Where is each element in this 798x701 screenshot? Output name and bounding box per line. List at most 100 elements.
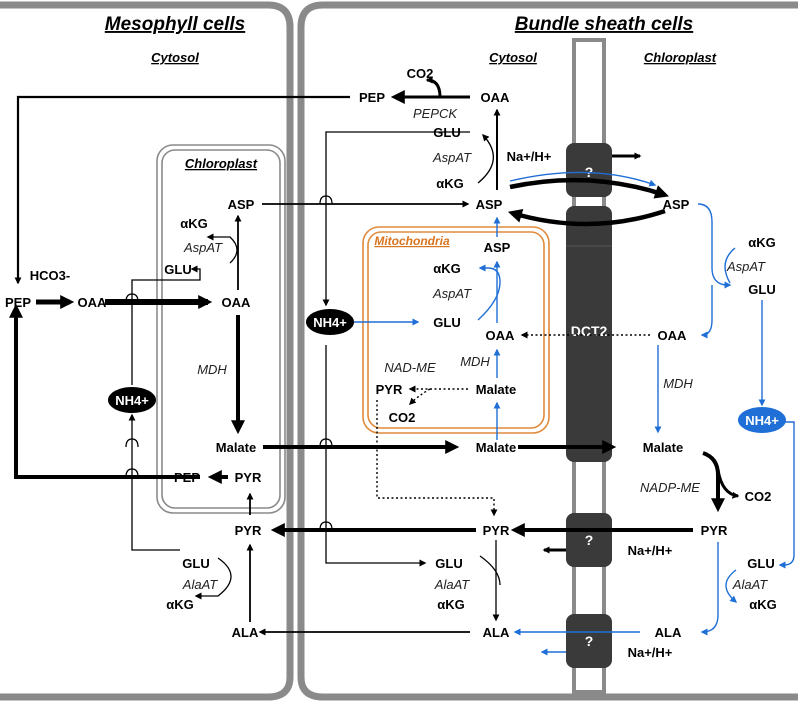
enzyme-mdh-msc: MDH bbox=[197, 362, 227, 377]
thin-flux-arrows bbox=[128, 131, 501, 636]
dct2-box bbox=[566, 206, 612, 462]
met-oaa-mito: OAA bbox=[486, 328, 516, 343]
bump-3 bbox=[125, 468, 139, 478]
flux-pep-top-to-pep-ms bbox=[14, 95, 350, 285]
met-co2-top: CO2 bbox=[407, 66, 434, 81]
enzyme-alaat-bs: AlaAT bbox=[434, 577, 470, 592]
met-glu-ms: GLU bbox=[182, 556, 209, 571]
met-hco3-ms: HCO3- bbox=[30, 268, 70, 283]
met-akg-bsc1: αKG bbox=[748, 235, 776, 250]
flux-glu-bs-to-nh4-bs bbox=[322, 131, 470, 307]
met-glu-bs1: GLU bbox=[433, 125, 460, 140]
ms-chloroplast-outer bbox=[156, 144, 286, 514]
antiporter-labels: Na+/H+ Na+/H+ Na+/H+ bbox=[507, 149, 673, 660]
enzyme-nadpme: NADP-ME bbox=[640, 480, 700, 495]
bundle-sheath-wall bbox=[297, 1, 798, 701]
flux-asp-cycle-top bbox=[509, 177, 669, 199]
bump-2 bbox=[125, 438, 139, 448]
met-pep-msc: PEP bbox=[174, 470, 200, 485]
enzyme-aspat-mito: AspAT bbox=[432, 286, 472, 301]
label-ms-chloroplast: Chloroplast bbox=[185, 156, 258, 171]
ms-chloroplast-inner bbox=[161, 149, 281, 509]
met-co2-mito: CO2 bbox=[389, 410, 416, 425]
met-co2-bsc: CO2 bbox=[745, 489, 772, 504]
enzyme-labels: PEPCK AspAT AspAT MDH NAD-ME AlaAT AspAT… bbox=[182, 106, 768, 592]
enzyme-alaat-ms: AlaAT bbox=[182, 577, 218, 592]
transporters: ? DCT2 ? ? bbox=[566, 143, 612, 668]
enzyme-mdh-mito: MDH bbox=[460, 354, 490, 369]
label-bs-cytosol: Cytosol bbox=[489, 50, 537, 65]
flux-asp-cycle-bottom bbox=[507, 208, 666, 227]
met-ala-ms: ALA bbox=[232, 625, 259, 640]
flux-akg-to-glu-bs bbox=[477, 133, 494, 184]
flux-nh4-bs-to-glu-bs bbox=[325, 345, 427, 567]
met-malate-bsc: Malate bbox=[643, 440, 683, 455]
nh4-bs: NH4+ bbox=[313, 315, 347, 330]
flux-nh4-to-glu-msc bbox=[131, 265, 201, 385]
blue-asp-to-glu-bsc bbox=[697, 203, 732, 289]
flux-oaa-to-co2-pepck bbox=[425, 76, 442, 98]
label-mitochondria: Mitochondria bbox=[374, 234, 450, 248]
enzyme-pepck: PEPCK bbox=[413, 106, 458, 121]
mitochondria-inner bbox=[367, 231, 545, 429]
enzyme-alaat-bsc: AlaAT bbox=[732, 577, 768, 592]
met-glu-bs2: GLU bbox=[435, 556, 462, 571]
label-mesophyll-cells: Mesophyll cells bbox=[105, 14, 245, 35]
transporter-unknown-3: ? bbox=[585, 633, 594, 649]
mitochondria-outer bbox=[362, 226, 550, 434]
blue-glu-to-akg-mito bbox=[477, 264, 501, 321]
met-glu-mito: GLU bbox=[433, 315, 460, 330]
bump-4 bbox=[319, 195, 333, 205]
met-akg-bs2: αKG bbox=[437, 597, 465, 612]
met-glu-msc: GLU bbox=[164, 262, 191, 277]
flux-pep-ms-return bbox=[9, 303, 200, 479]
met-malate-bs: Malate bbox=[476, 440, 516, 455]
ammonium-badges: NH4+ NH4+ NH4+ bbox=[108, 309, 786, 433]
met-pep-top: PEP bbox=[359, 90, 385, 105]
met-asp-msc: ASP bbox=[228, 197, 255, 212]
nh4-oval-bsc bbox=[738, 407, 786, 433]
met-glu-bsc2: GLU bbox=[747, 556, 774, 571]
met-asp-bsc: ASP bbox=[663, 197, 690, 212]
met-oaa-ms: OAA bbox=[78, 295, 108, 310]
met-pyr-msc: PYR bbox=[235, 470, 262, 485]
flux-malate-to-co2 bbox=[716, 469, 740, 499]
metabolite-labels: PEP OAA CO2 GLU αKG ASP ASP αKG GLU OAA … bbox=[5, 66, 777, 640]
nh4-oval-bs bbox=[306, 309, 354, 335]
transporter-unknown-2: ? bbox=[585, 532, 594, 548]
antiport-label-3: Na+/H+ bbox=[628, 645, 673, 660]
bump-6 bbox=[319, 521, 333, 531]
label-bs-chloroplast: Chloroplast bbox=[644, 50, 717, 65]
nh4-oval-ms bbox=[108, 387, 156, 413]
transporter-box-3 bbox=[566, 614, 612, 668]
label-ms-cytosol: Cytosol bbox=[151, 50, 199, 65]
met-akg-ms: αKG bbox=[166, 597, 194, 612]
flux-glu-to-akg-msc bbox=[206, 233, 238, 264]
enzyme-aspat-bs: AspAT bbox=[432, 150, 472, 165]
met-pep-ms: PEP bbox=[5, 295, 31, 310]
blue-nh4-to-glu-bsc bbox=[778, 421, 795, 569]
blue-akg-to-glu-bsc bbox=[724, 247, 736, 284]
met-ala-bsc: ALA bbox=[655, 625, 682, 640]
met-akg-mito: αKG bbox=[433, 261, 461, 276]
enzyme-mdh-bsc: MDH bbox=[663, 376, 693, 391]
blue-glu-to-akg-bsc bbox=[725, 569, 738, 603]
major-flux-arrows bbox=[9, 76, 740, 554]
blue-asp-to-oaa-bsc bbox=[700, 285, 713, 339]
met-asp-bs: ASP bbox=[476, 197, 503, 212]
met-oaa-bsc: OAA bbox=[658, 328, 688, 343]
met-akg-bsc2: αKG bbox=[749, 597, 777, 612]
enzyme-nadme: NAD-ME bbox=[384, 360, 436, 375]
met-ala-bs: ALA bbox=[483, 625, 510, 640]
dotted-flux-arrows bbox=[376, 331, 650, 517]
crossover-bumps bbox=[125, 195, 333, 531]
met-akg-bs1: αKG bbox=[436, 176, 464, 191]
nh4-bsc: NH4+ bbox=[745, 413, 779, 428]
flux-glu-to-akg-bs bbox=[479, 555, 501, 586]
bump-5 bbox=[319, 438, 333, 448]
enzyme-aspat-msc: AspAT bbox=[183, 240, 223, 255]
flux-glu-to-nh4-ms bbox=[128, 413, 180, 551]
met-pyr-bs: PYR bbox=[483, 523, 510, 538]
